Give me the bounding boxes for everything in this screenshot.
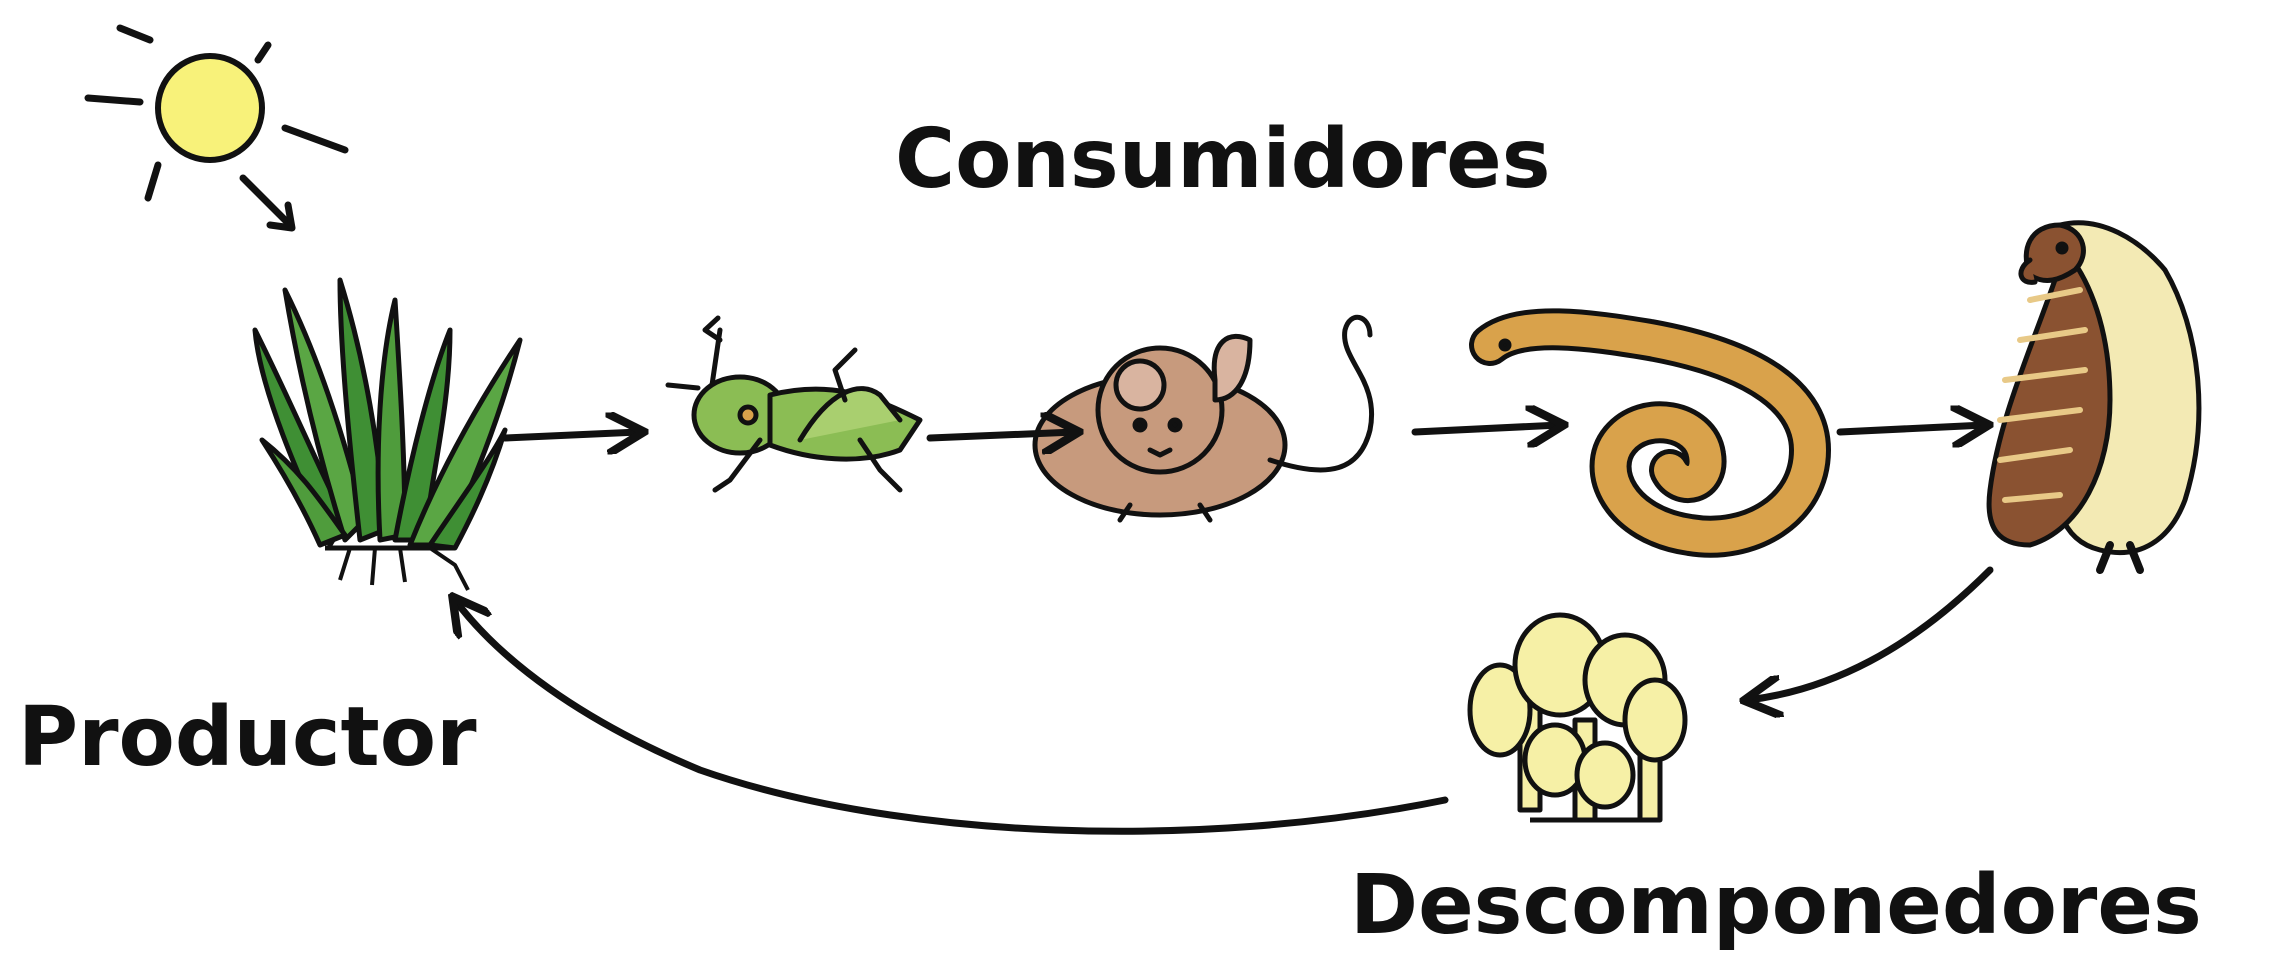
grass-icon [252, 277, 523, 591]
mouse-icon [1032, 315, 1375, 523]
snake-icon [1469, 308, 1831, 558]
sun-icon [84, 24, 349, 232]
decomposers-label: Descomponedores [1350, 858, 2202, 953]
arrow-grasshopper-to-mouse [926, 432, 1075, 438]
arrow-snake-to-hawk [1836, 425, 1985, 432]
producer-label: Productor [18, 690, 477, 785]
hawk-icon [1986, 220, 2202, 574]
arrow-decomposers-to-producer [455, 600, 1449, 835]
arrow-grass-to-grasshopper [501, 432, 640, 438]
food-chain-arrows [455, 425, 1994, 835]
mushrooms-icon [1467, 612, 1688, 823]
arrow-hawk-to-decomposers [1748, 566, 1994, 700]
grasshopper-icon [665, 315, 923, 493]
consumers-label: Consumidores [895, 112, 1551, 207]
arrow-mouse-to-snake [1411, 425, 1560, 432]
